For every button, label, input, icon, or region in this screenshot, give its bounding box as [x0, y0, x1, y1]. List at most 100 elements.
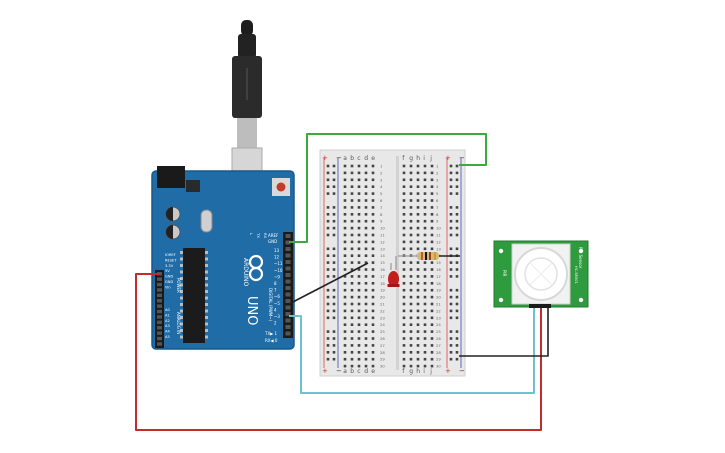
- breadboard-hole[interactable]: [416, 185, 420, 188]
- rail-hole[interactable]: [326, 247, 330, 251]
- breadboard-hole[interactable]: [364, 288, 368, 292]
- rail-hole[interactable]: [449, 261, 453, 264]
- breadboard-hole[interactable]: [409, 171, 413, 175]
- breadboard-hole[interactable]: [350, 268, 354, 271]
- header-hole[interactable]: [285, 312, 291, 316]
- breadboard-hole[interactable]: [350, 206, 354, 209]
- breadboard-hole[interactable]: [416, 233, 420, 237]
- rail-hole[interactable]: [455, 219, 459, 223]
- breadboard-hole[interactable]: [423, 302, 427, 306]
- breadboard-hole[interactable]: [402, 213, 406, 216]
- breadboard-hole[interactable]: [430, 213, 434, 216]
- breadboard-hole[interactable]: [364, 213, 368, 216]
- breadboard-hole[interactable]: [350, 261, 354, 264]
- breadboard-hole[interactable]: [357, 206, 361, 209]
- breadboard-hole[interactable]: [357, 344, 361, 347]
- rail-hole[interactable]: [326, 344, 330, 347]
- header-hole[interactable]: [157, 342, 162, 346]
- breadboard-hole[interactable]: [357, 219, 361, 223]
- breadboard-hole[interactable]: [350, 275, 354, 278]
- rail-hole[interactable]: [455, 206, 459, 209]
- breadboard-hole[interactable]: [416, 171, 420, 175]
- header-hole[interactable]: [157, 288, 162, 292]
- breadboard-hole[interactable]: [357, 240, 361, 244]
- breadboard-hole[interactable]: [357, 171, 361, 175]
- breadboard-hole[interactable]: [371, 171, 375, 175]
- rail-hole[interactable]: [449, 357, 453, 361]
- breadboard-hole[interactable]: [357, 323, 361, 326]
- breadboard-hole[interactable]: [364, 192, 368, 195]
- wire-cyan-signal[interactable]: [289, 304, 535, 394]
- breadboard-hole[interactable]: [364, 199, 368, 202]
- breadboard-hole[interactable]: [423, 337, 427, 340]
- breadboard-hole[interactable]: [357, 268, 361, 271]
- rail-hole[interactable]: [455, 337, 459, 340]
- header-hole[interactable]: [157, 331, 162, 335]
- header-hole[interactable]: [157, 282, 162, 287]
- breadboard-hole[interactable]: [371, 316, 375, 320]
- breadboard-hole[interactable]: [371, 302, 375, 306]
- breadboard-hole[interactable]: [409, 164, 413, 168]
- breadboard-hole[interactable]: [402, 199, 406, 202]
- breadboard-hole[interactable]: [430, 261, 434, 264]
- breadboard-hole[interactable]: [416, 309, 420, 313]
- breadboard-hole[interactable]: [350, 344, 354, 347]
- rail-hole[interactable]: [449, 288, 453, 292]
- breadboard-hole[interactable]: [364, 330, 368, 333]
- rail-hole[interactable]: [449, 247, 453, 251]
- rail-hole[interactable]: [326, 206, 330, 209]
- breadboard-hole[interactable]: [402, 192, 406, 195]
- breadboard-hole[interactable]: [430, 330, 434, 333]
- breadboard-hole[interactable]: [409, 213, 413, 216]
- breadboard-hole[interactable]: [423, 233, 427, 237]
- breadboard-hole[interactable]: [357, 282, 361, 285]
- rail-hole[interactable]: [332, 213, 336, 216]
- rail-hole[interactable]: [326, 288, 330, 292]
- rail-hole[interactable]: [455, 261, 459, 264]
- rail-hole[interactable]: [455, 330, 459, 333]
- breadboard-hole[interactable]: [430, 199, 434, 202]
- breadboard-hole[interactable]: [416, 323, 420, 326]
- breadboard-hole[interactable]: [409, 282, 413, 285]
- breadboard-hole[interactable]: [430, 295, 434, 299]
- breadboard-hole[interactable]: [430, 344, 434, 347]
- breadboard-hole[interactable]: [364, 344, 368, 347]
- rail-hole[interactable]: [326, 302, 330, 306]
- rail-hole[interactable]: [455, 233, 459, 237]
- breadboard-hole[interactable]: [416, 199, 420, 202]
- rail-hole[interactable]: [455, 351, 459, 354]
- breadboard-hole[interactable]: [357, 254, 361, 257]
- breadboard-hole[interactable]: [343, 295, 347, 299]
- breadboard-hole[interactable]: [350, 219, 354, 223]
- rail-hole[interactable]: [326, 309, 330, 313]
- breadboard-hole[interactable]: [371, 233, 375, 237]
- breadboard-hole[interactable]: [416, 240, 420, 244]
- breadboard-hole[interactable]: [357, 164, 361, 168]
- breadboard-hole[interactable]: [423, 357, 427, 361]
- breadboard-hole[interactable]: [409, 261, 413, 264]
- breadboard-hole[interactable]: [409, 323, 413, 326]
- breadboard-hole[interactable]: [430, 309, 434, 313]
- breadboard-hole[interactable]: [343, 344, 347, 347]
- breadboard-hole[interactable]: [423, 199, 427, 202]
- breadboard-hole[interactable]: [430, 192, 434, 195]
- breadboard-hole[interactable]: [350, 351, 354, 354]
- breadboard-hole[interactable]: [350, 309, 354, 313]
- breadboard-hole[interactable]: [364, 268, 368, 271]
- breadboard-hole[interactable]: [402, 185, 406, 188]
- breadboard-hole[interactable]: [409, 357, 413, 361]
- rail-hole[interactable]: [326, 185, 330, 188]
- breadboard-hole[interactable]: [357, 213, 361, 216]
- header-hole[interactable]: [157, 293, 162, 298]
- breadboard-hole[interactable]: [416, 330, 420, 333]
- rail-hole[interactable]: [332, 275, 336, 278]
- breadboard-hole[interactable]: [409, 337, 413, 340]
- breadboard-hole[interactable]: [350, 254, 354, 257]
- breadboard-hole[interactable]: [430, 357, 434, 361]
- breadboard-hole[interactable]: [357, 233, 361, 237]
- breadboard-hole[interactable]: [357, 192, 361, 195]
- rail-hole[interactable]: [455, 344, 459, 347]
- header-hole[interactable]: [285, 240, 291, 245]
- rail-hole[interactable]: [332, 226, 336, 230]
